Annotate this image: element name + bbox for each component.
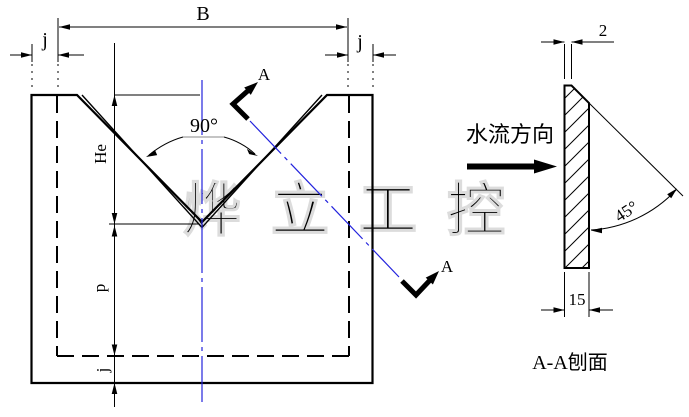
width-label: 15 <box>569 290 586 309</box>
section-view: 水流方向 2 45° 15 A-A刨面 <box>466 21 684 374</box>
dim-label-j-bottom: j <box>93 368 112 374</box>
section-view-title: A-A刨面 <box>532 351 608 374</box>
section-arrow-bottom <box>400 271 439 299</box>
dim-label-j-top-right: j <box>356 31 363 53</box>
hidden-edge-lines <box>56 96 350 357</box>
section-letter-top: A <box>258 65 271 84</box>
dim-label-j-top-left: j <box>41 29 48 51</box>
thickness-arrow-left <box>553 39 565 45</box>
width-arrow-right <box>589 307 600 313</box>
width-arrow-left <box>553 307 565 313</box>
thickness-dim-lines <box>541 41 614 79</box>
section-cut-line <box>249 120 400 278</box>
dim-label-p: p <box>90 284 109 293</box>
flow-direction-arrow-icon <box>467 159 557 174</box>
front-view: B j j 90° He p j A A <box>10 3 454 407</box>
flow-direction-label: 水流方向 <box>466 122 554 147</box>
thickness-arrow-right <box>571 39 583 45</box>
dim-label-He: He <box>91 144 110 164</box>
section-letter-bottom: A <box>441 257 454 276</box>
bevel-angle-annotation <box>588 102 684 234</box>
notch-angle-label: 90° <box>190 115 218 137</box>
section-arrow-top <box>229 82 258 121</box>
dim-label-B: B <box>196 3 209 25</box>
bevel-angle-label: 45° <box>611 197 641 226</box>
thickness-label: 2 <box>599 21 608 40</box>
plate-section-hatched <box>563 84 590 269</box>
dimension-arrows <box>21 24 384 394</box>
notch-angle-annotation <box>146 136 258 157</box>
